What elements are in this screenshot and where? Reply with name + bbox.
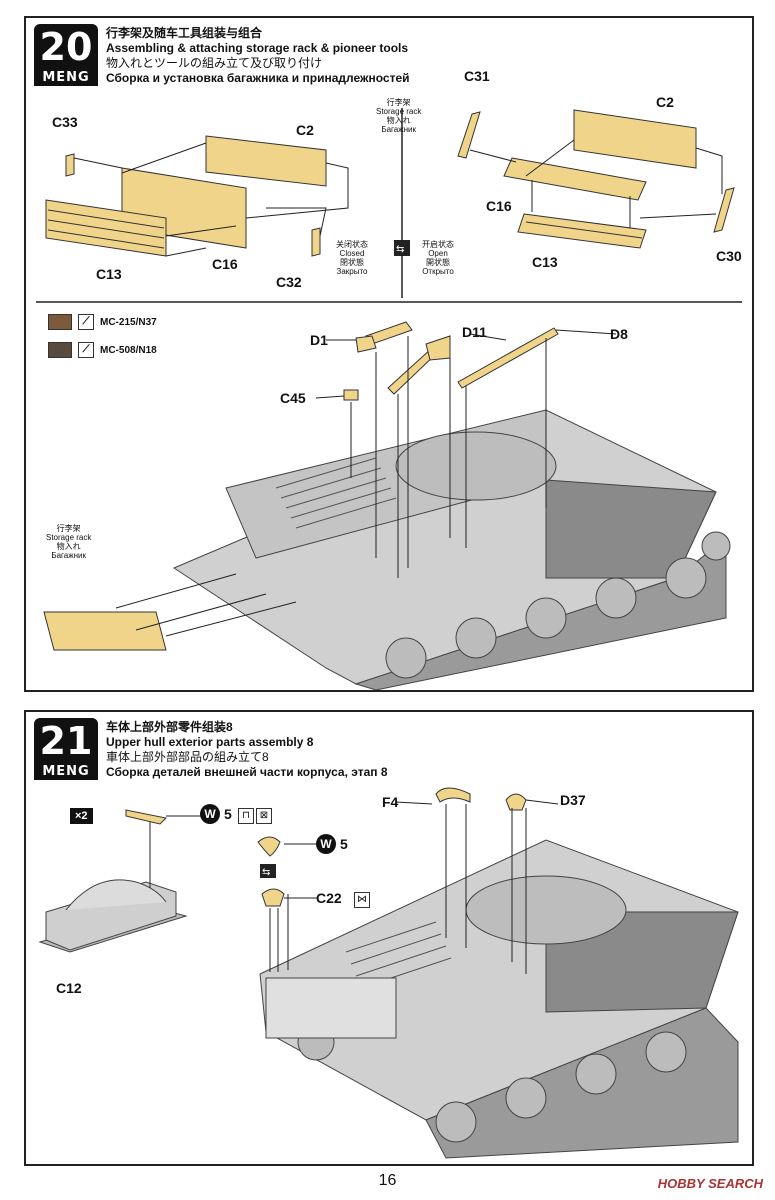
title-en: Assembling & attaching storage rack & pi… xyxy=(106,41,409,55)
part-label-c22: C22 xyxy=(316,890,342,906)
part-label-d8: D8 xyxy=(610,326,628,342)
part-label-d37: D37 xyxy=(560,792,586,808)
brand-logo: MENG xyxy=(34,764,98,780)
part-label-c31: C31 xyxy=(464,68,490,84)
w-badge-icon: W xyxy=(316,834,336,854)
title-ru: Сборка деталей внешней части корпуса, эт… xyxy=(106,765,388,779)
title-en: Upper hull exterior parts assembly 8 xyxy=(106,735,314,749)
step-title: 车体上部外部零件组装8 Upper hull exterior parts as… xyxy=(106,720,388,780)
title-ja: 物入れとツールの組み立て及び取り付け xyxy=(106,56,323,70)
step-20-panel: 20 MENG 行李架及随车工具组装与组合 Assembling & attac… xyxy=(24,16,754,692)
paint-swatch xyxy=(48,342,72,358)
paint-swatch xyxy=(48,314,72,330)
glue-icon: ⊓ xyxy=(238,808,254,824)
closed-state-label: 关闭状态 Closed 閉状態 Закрыто xyxy=(336,240,368,276)
paint-legend-1: ⟋ MC-215/N37 xyxy=(48,314,157,330)
part-label-c45: C45 xyxy=(280,390,306,406)
storage-rack-label: 行李架 Storage rack 物入れ Багажник xyxy=(376,98,422,134)
part-label-c16-closed: C16 xyxy=(212,256,238,272)
part-label-d1: D1 xyxy=(310,332,328,348)
step-number: 21 xyxy=(34,718,98,764)
no-glue-icon: ⊠ xyxy=(256,808,272,824)
part-label-f4: F4 xyxy=(382,794,399,810)
part-label-c16-open: C16 xyxy=(486,198,512,214)
step-number: 20 xyxy=(34,24,98,70)
quantity-badge: ×2 xyxy=(70,808,93,824)
step-title: 行李架及随车工具组装与组合 Assembling & attaching sto… xyxy=(106,26,410,86)
page-number: 16 xyxy=(378,1172,397,1189)
title-zh: 车体上部外部零件组装8 xyxy=(106,720,233,734)
part-label-c12: C12 xyxy=(56,980,82,996)
watermark: HOBBY SEARCH xyxy=(657,1176,763,1191)
title-ja: 車体上部外部部品の組み立て8 xyxy=(106,750,269,764)
brush-icon: ⟋ xyxy=(78,342,94,358)
w-count: 5 xyxy=(340,836,348,852)
step-20-drawing: ⇆ xyxy=(36,108,742,690)
paint-legend-2: ⟋ MC-508/N18 xyxy=(48,342,157,358)
part-label-c33: C33 xyxy=(52,114,78,130)
svg-text:⇆: ⇆ xyxy=(262,867,270,878)
w-count: 5 xyxy=(224,806,232,822)
part-label-c32: C32 xyxy=(276,274,302,290)
title-zh: 行李架及随车工具组装与组合 xyxy=(106,26,263,40)
storage-rack-label-hull: 行李架 Storage rack 物入れ Багажник xyxy=(46,524,92,560)
svg-text:⇆: ⇆ xyxy=(396,244,404,255)
part-label-d11: D11 xyxy=(462,324,487,340)
w-badge-icon: W xyxy=(200,804,220,824)
part-label-c30: C30 xyxy=(716,248,742,264)
step-21-drawing: ⇆ xyxy=(38,787,739,1159)
open-state-label: 开启状态 Open 開状態 Открыто xyxy=(422,240,454,276)
part-label-c2-open: C2 xyxy=(656,94,674,110)
sprue-cut-icon: ⋈ xyxy=(354,892,370,908)
part-label-c13-open: C13 xyxy=(532,254,558,270)
part-label-c13-closed: C13 xyxy=(96,266,122,282)
brush-icon: ⟋ xyxy=(78,314,94,330)
part-label-c2-closed: C2 xyxy=(296,122,314,138)
step-21-panel: 21 MENG 车体上部外部零件组装8 Upper hull exterior … xyxy=(24,710,754,1166)
title-ru: Сборка и установка багажника и принадлеж… xyxy=(106,71,410,85)
brand-logo: MENG xyxy=(34,70,98,86)
